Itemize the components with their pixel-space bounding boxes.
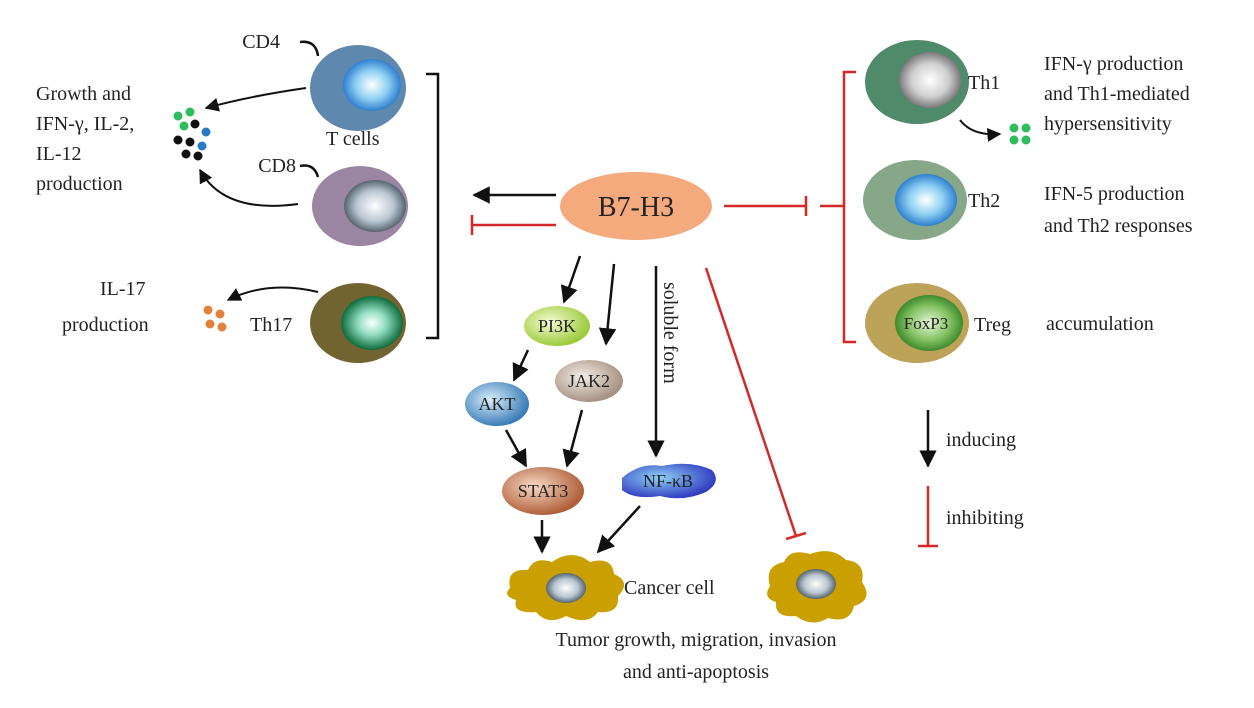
jak2-node — [555, 360, 623, 402]
cancer-cell-right — [767, 551, 867, 623]
legend-inhibiting-label: inhibiting — [946, 507, 1024, 529]
nfkb-to-cancer-arrow — [596, 505, 641, 554]
nfkb-label: NF-κB — [643, 471, 693, 491]
stat3-node — [502, 467, 584, 515]
b7h3-label: B7-H3 — [598, 192, 674, 223]
svg-text:hypersensitivity: hypersensitivity — [1044, 113, 1172, 135]
cd8-cell — [312, 166, 408, 246]
jak2-label: JAK2 — [568, 371, 610, 391]
svg-text:Tumor growth, migration, invas: Tumor growth, migration, invasion — [556, 629, 837, 651]
cd8-receptor — [299, 164, 320, 178]
il17-text: IL-17 production — [62, 278, 149, 336]
foxp3-label: FoxP3 — [904, 314, 948, 333]
cytokine-dots — [173, 107, 211, 161]
treg-description: accumulation — [1046, 313, 1154, 335]
soluble-form-label: soluble form — [659, 282, 681, 384]
cd8-label: CD8 — [258, 155, 296, 177]
cd4-label: CD4 — [242, 31, 280, 53]
t-cells-label: T cells — [326, 128, 380, 150]
cancer-cell-label: Cancer cell — [624, 577, 715, 599]
cd4-to-cytokine-arrow — [204, 87, 307, 112]
th1-description: IFN-γ production and Th1-mediated hypers… — [1044, 53, 1190, 135]
right-bracket — [820, 70, 856, 344]
legend-inducing-label: inducing — [946, 429, 1016, 451]
b7h3-inhibit-cancer — [704, 267, 807, 541]
il17-dots — [203, 305, 227, 332]
svg-text:and Th1-mediated: and Th1-mediated — [1044, 83, 1190, 105]
growth-cytokine-text: Growth and IFN-γ, IL-2, IL-12 production — [36, 83, 134, 195]
pi3k-to-akt-arrow — [512, 349, 530, 382]
th1-cytokine-dots — [1009, 123, 1031, 145]
svg-text:production: production — [62, 314, 149, 336]
svg-text:IL-17: IL-17 — [100, 278, 146, 300]
cd4-cell — [310, 45, 406, 131]
tcell-bracket — [426, 72, 440, 340]
th1-label: Th1 — [968, 72, 1000, 94]
stat3-label: STAT3 — [518, 481, 569, 501]
treg-label: Treg — [974, 314, 1011, 336]
cd8-to-cytokine-arrow — [199, 168, 299, 207]
treg-cell — [865, 283, 969, 363]
cancer-cell-left — [507, 555, 625, 621]
pi3k-label: PI3K — [538, 316, 576, 336]
b7h3-node — [560, 172, 712, 240]
jak2-to-stat3-arrow — [562, 409, 584, 468]
akt-to-stat3-arrow — [504, 429, 528, 468]
svg-text:Growth and: Growth and — [36, 83, 131, 105]
cd4-receptor — [299, 40, 320, 57]
svg-text:and Th2 responses: and Th2 responses — [1044, 215, 1193, 237]
cancer-outcome-text: Tumor growth, migration, invasion and an… — [556, 629, 837, 683]
b7h3-inhibit-tcells — [470, 215, 556, 235]
th1-to-cytokine-arrow — [959, 119, 1002, 142]
svg-text:production: production — [36, 173, 123, 195]
b7h3-to-pi3k-arrow — [560, 255, 582, 304]
b7h3-to-jak2-arrow — [598, 263, 617, 346]
th17-to-il17-arrow — [226, 286, 319, 301]
svg-text:IFN-γ production: IFN-γ production — [1044, 53, 1183, 75]
svg-text:IFN-5 production: IFN-5 production — [1044, 183, 1185, 205]
b7h3-inhibit-th-cells — [724, 196, 808, 216]
th2-cell — [863, 160, 967, 240]
svg-text:and anti-apoptosis: and anti-apoptosis — [623, 661, 769, 683]
legend-inhibiting-symbol — [918, 486, 938, 548]
nfkb-node — [622, 463, 716, 499]
akt-label: AKT — [479, 394, 516, 414]
svg-text:IFN-γ, IL-2,: IFN-γ, IL-2, — [36, 113, 134, 135]
th17-label: Th17 — [250, 314, 292, 336]
pi3k-node — [524, 306, 590, 346]
svg-text:IL-12: IL-12 — [36, 143, 82, 165]
th2-label: Th2 — [968, 190, 1000, 212]
th1-cell — [865, 40, 969, 124]
akt-node — [465, 382, 529, 426]
th17-cell — [310, 283, 406, 363]
th2-description: IFN-5 production and Th2 responses — [1044, 183, 1193, 237]
